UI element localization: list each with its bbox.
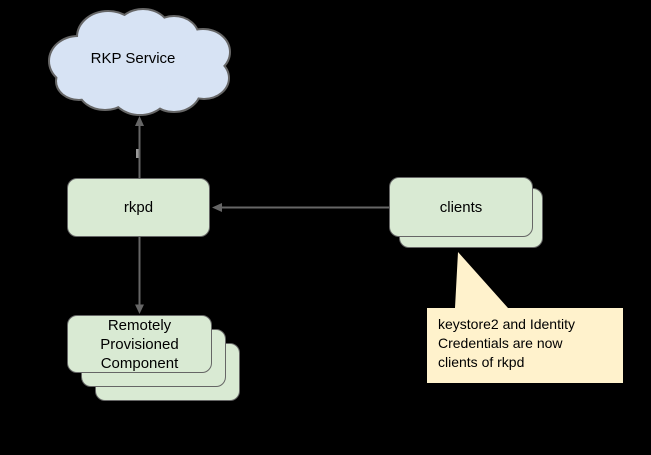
cloud-body: [50, 10, 229, 114]
rkpd-box: rkpd: [67, 178, 210, 237]
clients-box: clients: [389, 177, 533, 237]
arrow-clients-to-rkpd: [212, 203, 389, 212]
clients-label: clients: [439, 198, 483, 216]
component-box: Remotely Provisioned Component: [67, 315, 212, 373]
callout-text: keystore2 and Identity Credentials are n…: [438, 316, 575, 370]
rkp-service-cloud: [48, 8, 231, 116]
arrow-rkpd-to-rkp-service: [135, 116, 144, 178]
rkpd-label: rkpd: [123, 199, 154, 216]
component-label: Remotely Provisioned Component: [100, 316, 179, 372]
rkp-service-label: RKP Service: [90, 50, 176, 67]
arrowhead-left-icon: [212, 203, 222, 212]
connector-tick: [136, 149, 139, 158]
arrow-rkpd-to-component: [135, 237, 144, 314]
arrowhead-down-icon: [135, 304, 144, 314]
